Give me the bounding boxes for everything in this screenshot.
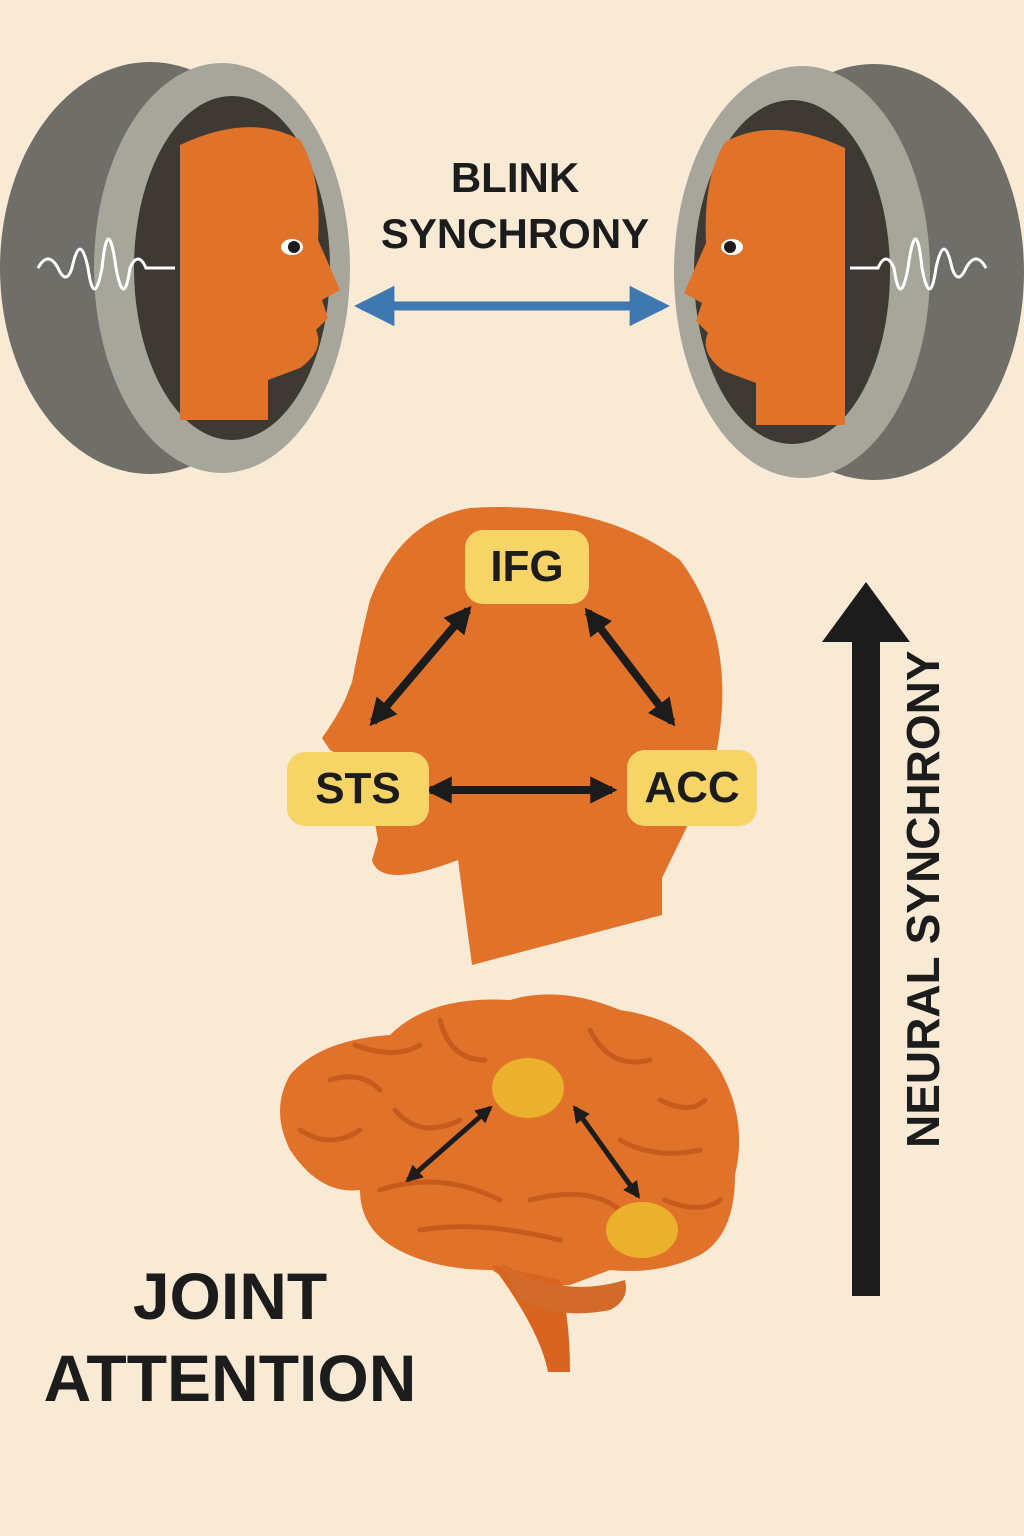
joint-label-line1: JOINT [132,1259,328,1333]
blink-label-line2: SYNCHRONY [380,210,650,257]
left-head-profile-icon [180,127,340,421]
ifg-sts-arrow [369,605,472,727]
joint-attention-label: JOINT ATTENTION [30,1255,430,1419]
neural-synchrony-arrow [822,582,910,1296]
blink-synchrony-label: BLINK SYNCHRONY [340,150,690,262]
brain-node-right [606,1202,678,1258]
brain-node-top [492,1058,564,1118]
left-brain-wave-icon [36,237,175,291]
right-brain-wave-icon [850,237,988,291]
region-sts: STS [287,752,429,826]
region-ifg: IFG [465,530,589,604]
blink-label-line1: BLINK [450,154,580,201]
neural-synchrony-label: NEURAL SYNCHRONY [897,650,949,1148]
brain-arrow-left [405,1105,493,1183]
region-acc: ACC [627,750,757,826]
ifg-acc-arrow [584,607,676,727]
joint-label-line2: ATTENTION [43,1341,417,1415]
right-scanner-icon [674,64,1024,480]
left-scanner-icon [0,62,350,474]
brain-arrow-right [572,1105,641,1199]
right-head-profile-icon [684,129,845,425]
